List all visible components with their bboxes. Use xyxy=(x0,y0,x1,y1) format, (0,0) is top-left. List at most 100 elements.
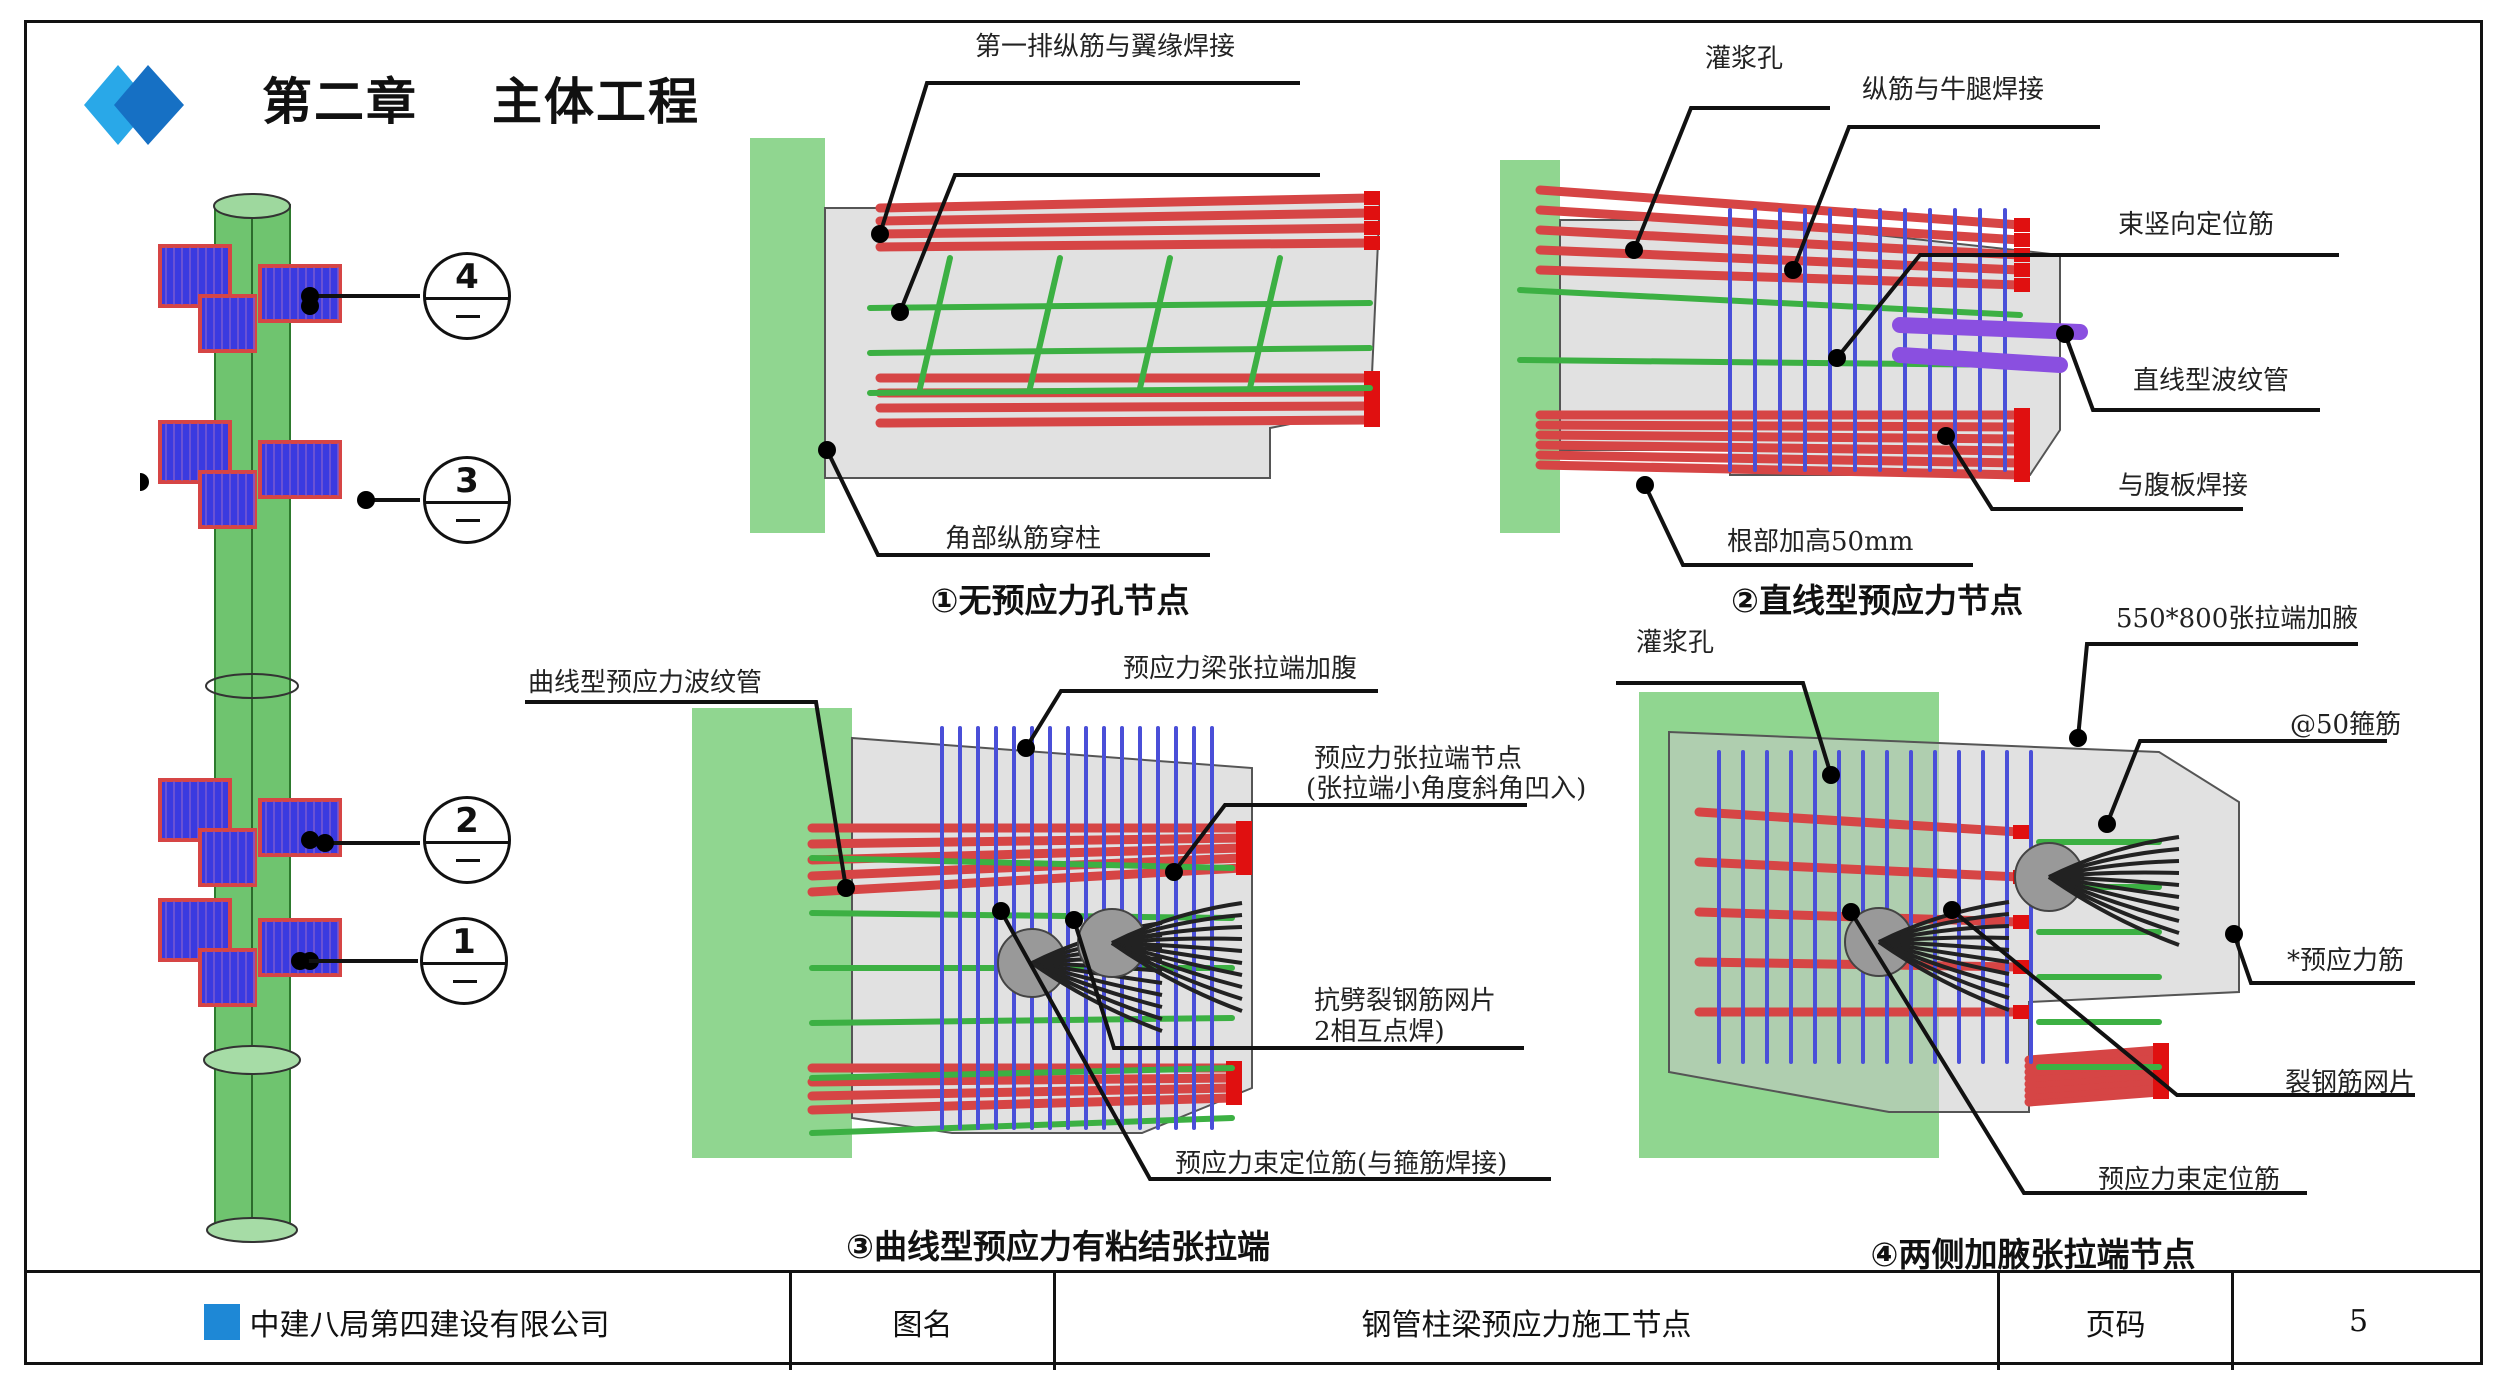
leader-line xyxy=(825,449,1210,557)
panel-4-model xyxy=(1639,692,2240,1158)
leader-line xyxy=(1172,803,1527,874)
leader-dot xyxy=(2069,729,2087,747)
callout-node-1[interactable]: 1 xyxy=(420,917,508,1005)
callout-number: 3 xyxy=(455,461,479,501)
callout-number: 1 xyxy=(452,922,476,962)
longitudinal-rebar xyxy=(807,1073,1237,1087)
leader-line xyxy=(1024,689,1378,750)
leader-dot xyxy=(891,303,909,321)
web-rebar xyxy=(809,855,1235,871)
rebar-end xyxy=(2014,456,2030,470)
leader-line xyxy=(2076,642,2358,739)
rebar-end xyxy=(2014,408,2030,422)
steel-column-segment xyxy=(750,138,825,533)
callout-number: 4 xyxy=(455,257,479,297)
label-straight-duct: 直线型波纹管 xyxy=(2133,366,2290,396)
leader-dot xyxy=(1784,261,1802,279)
rebar-end xyxy=(2013,915,2029,929)
leader-dot xyxy=(1828,349,1846,367)
duct xyxy=(1892,317,2088,340)
callout-node-4[interactable]: 4 xyxy=(423,252,511,340)
label-spot-weld-note: 2相互点焊) xyxy=(1314,1017,1445,1047)
longitudinal-rebar xyxy=(875,193,1375,213)
longitudinal-rebar xyxy=(875,238,1375,252)
leader-dot xyxy=(1842,903,1860,921)
label-vertical-positioning-bar: 束竖向定位筋 xyxy=(2118,210,2275,240)
strand xyxy=(2047,875,2180,947)
web-rebar xyxy=(809,1115,1235,1136)
rebar-end xyxy=(2014,432,2030,446)
beam-node-1 xyxy=(158,898,342,1007)
beam-node-4 xyxy=(158,244,342,353)
label-first-row-rebar: 第一排纵筋与翼缘焊接 xyxy=(975,32,1236,62)
label-anti-split-mesh: 抗劈裂钢筋网片 xyxy=(1314,986,1497,1016)
web-rebar xyxy=(867,300,1373,311)
panel-2-model xyxy=(1500,160,2088,533)
leader-dot xyxy=(2098,815,2116,833)
callout-node-2[interactable]: 2 xyxy=(423,796,511,884)
web-rebar xyxy=(809,1065,1235,1081)
steel-column-segment xyxy=(1500,160,1560,533)
longitudinal-rebar xyxy=(875,208,1375,226)
rebar-end xyxy=(1364,191,1380,205)
leader-dot xyxy=(1625,241,1643,259)
label-tendon-positioning-bar: 预应力束定位筋(与箍筋焊接) xyxy=(1175,1149,1508,1179)
callout-number: 2 xyxy=(455,801,479,841)
node-dot xyxy=(140,473,149,491)
leader-line xyxy=(1072,919,1524,1050)
web-rebar xyxy=(1517,287,2023,318)
leader-dot xyxy=(837,879,855,897)
leader-dot xyxy=(1636,476,1654,494)
rebar-end xyxy=(2153,1043,2169,1057)
caption-panel-2: ②直线型预应力节点 xyxy=(1731,581,2023,620)
company-name: 中建八局第四建设有限公司 xyxy=(249,1307,610,1343)
leader-line xyxy=(1950,908,2415,1097)
ring-stiffener xyxy=(205,673,299,699)
caption-panel-3: ③曲线型预应力有粘结张拉端 xyxy=(846,1227,1270,1266)
leader-dot xyxy=(1065,911,1083,929)
leader-dot xyxy=(1943,901,1961,919)
rebar-end xyxy=(2013,825,2029,839)
longitudinal-rebar xyxy=(2024,1087,2164,1107)
callout-node-3[interactable]: 3 xyxy=(423,456,511,544)
leader-dot xyxy=(316,834,334,852)
leader-dot xyxy=(301,287,319,305)
panel-1-model xyxy=(750,138,1380,533)
label-stirrup-at-50: @50箍筋 xyxy=(2290,710,2402,740)
leader-line xyxy=(525,700,848,889)
leader-line xyxy=(1643,484,1973,567)
rebar-end xyxy=(1364,371,1380,385)
rebar-end xyxy=(2014,233,2030,247)
rebar-end xyxy=(1364,206,1380,220)
page-label: 页码 xyxy=(2000,1273,2234,1370)
strand xyxy=(1110,941,1243,1013)
tube-top xyxy=(213,193,291,219)
label-tendon: *预应力筋 xyxy=(2287,946,2405,976)
leader-line xyxy=(2063,333,2320,412)
longitudinal-rebar xyxy=(875,223,1375,239)
longitudinal-rebar xyxy=(807,833,1247,849)
web-rebar xyxy=(867,385,1373,396)
beam-node-2 xyxy=(158,778,342,887)
node-dot xyxy=(301,831,319,849)
leader-line xyxy=(1632,106,1830,251)
leader-line xyxy=(1944,434,2243,511)
label-tendon-positioning-4: 预应力束定位筋 xyxy=(2098,1165,2281,1195)
leader-line xyxy=(898,173,1320,313)
leader-dot xyxy=(1822,766,1840,784)
longitudinal-rebar xyxy=(2024,1081,2164,1101)
label-mesh-4: 裂钢筋网片 xyxy=(2285,1068,2416,1098)
leader-line xyxy=(1849,910,2307,1195)
longitudinal-rebar xyxy=(807,1083,1237,1101)
title-block: 中建八局第四建设有限公司 图名 钢管柱梁预应力施工节点 页码 5 xyxy=(24,1270,2483,1370)
longitudinal-rebar xyxy=(2024,1075,2164,1095)
caption-panel-1: ①无预应力孔节点 xyxy=(930,581,1190,620)
leader-dot xyxy=(1937,427,1955,445)
rebar-end xyxy=(2014,278,2030,292)
longitudinal-rebar xyxy=(1694,857,2024,882)
rebar-end xyxy=(1364,236,1380,250)
longitudinal-rebar xyxy=(875,401,1375,413)
web-rebar xyxy=(1137,255,1173,391)
brand-logo-icon xyxy=(84,65,184,145)
